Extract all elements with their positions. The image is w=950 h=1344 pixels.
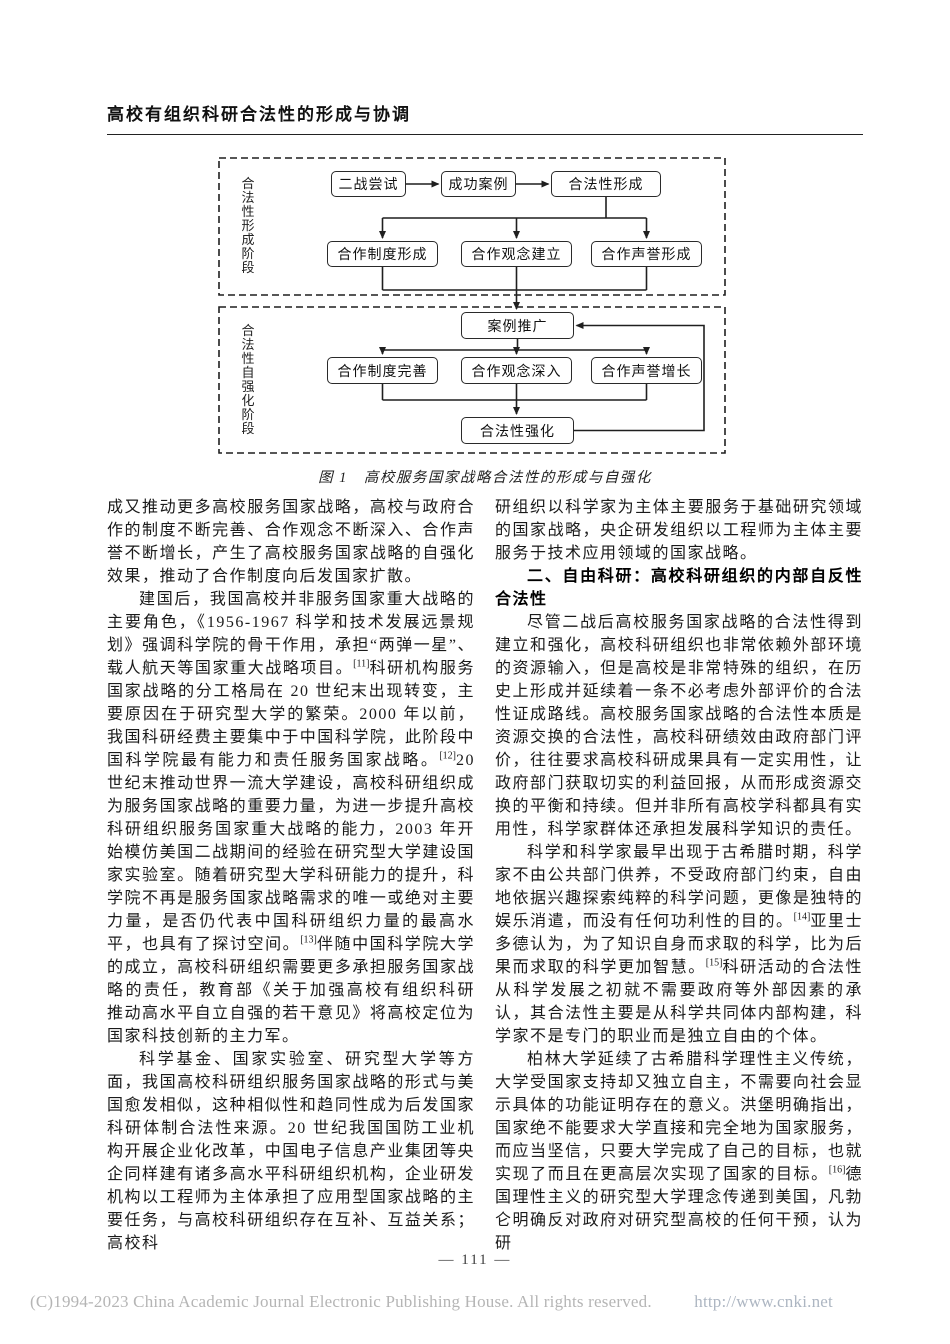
citation-ref: [13] [300, 934, 317, 946]
citation-ref: [11] [353, 658, 370, 670]
text-run: 成又推动更多高校服务国家战略，高校与政府合作的制度不断完善、合作观念不断深入、合… [107, 499, 475, 585]
text-run: 科研活动的合法性从科学发展之初就不需要政府等外部因素的承认，其合法性主要是从科学… [495, 959, 863, 1045]
citation-ref: [12] [439, 750, 456, 762]
node-success-case: 成功案例 [441, 171, 516, 197]
paragraph: 尽管二战后高校服务国家战略的合法性得到建立和强化，高校科研组织也非常依赖外部环境… [495, 611, 863, 841]
copyright-text: (C)1994-2023 China Academic Journal Elec… [30, 1292, 652, 1311]
node-legitimacy-form: 合法性形成 [551, 171, 661, 197]
running-head: 高校有组织科研合法性的形成与协调 [107, 105, 411, 124]
column-left: 成又推动更多高校服务国家战略，高校与政府合作的制度不断完善、合作观念不断深入、合… [107, 496, 475, 1255]
header-rule [107, 134, 863, 135]
page-footer: (C)1994-2023 China Academic Journal Elec… [30, 1292, 833, 1312]
citation-ref: [15] [705, 957, 723, 969]
node-reputation-form: 合作声誉形成 [591, 241, 702, 267]
text-run: 研组织以科学家为主体主要服务于基础研究领域的国家战略，央企研发组织以工程师为主体… [495, 499, 863, 562]
paragraph: 科学和科学家最早出现于古希腊时期，科学家不由公共部门供养，不受政府部门约束，自由… [495, 841, 863, 1048]
node-concept-deepen: 合作观念深入 [461, 357, 572, 384]
text-run: 建国后，我国高校并非服务国家重大战略的主要角色，《1956-1967 科学和技术… [107, 591, 475, 677]
stage2-label: 合法性自强化阶段 [241, 323, 255, 436]
paragraph: 研组织以科学家为主体主要服务于基础研究领域的国家战略，央企研发组织以工程师为主体… [495, 496, 863, 565]
flowchart-canvas: 合法性形成阶段 合法性自强化阶段 二战尝试 成功案例 合法性形成 合作制度形成 … [218, 157, 726, 455]
text-run: 科研机构服务国家战略的分工格局在 20 世纪末出现转变，主要原因在于研究型大学的… [107, 660, 475, 769]
column-right: 研组织以科学家为主体主要服务于基础研究领域的国家战略，央企研发组织以工程师为主体… [495, 496, 863, 1255]
paragraph: 科学基金、国家实验室、研究型大学等方面，我国高校科研组织服务国家战略的形式与美国… [107, 1048, 475, 1255]
stage2-dashed-box [218, 306, 726, 454]
node-concept-build: 合作观念建立 [461, 241, 572, 267]
citation-ref: [16] [828, 1164, 846, 1176]
node-case-promotion: 案例推广 [461, 312, 574, 339]
stage1-label: 合法性形成阶段 [241, 176, 255, 275]
text-run: 二、自由科研：高校科研组织的内部自反性合法性 [495, 568, 863, 608]
citation-ref: [14] [793, 911, 811, 923]
text-run: 科学和科学家最早出现于古希腊时期，科学家不由公共部门供养，不受政府部门约束，自由… [495, 844, 863, 930]
text-run: 柏林大学延续了古希腊科学理性主义传统，大学受国家支持却又独立自主，不需要向社会显… [495, 1051, 863, 1183]
node-ww2-attempt: 二战尝试 [331, 171, 406, 197]
paragraph: 成又推动更多高校服务国家战略，高校与政府合作的制度不断完善、合作观念不断深入、合… [107, 496, 475, 588]
figure-1: 合法性形成阶段 合法性自强化阶段 二战尝试 成功案例 合法性形成 合作制度形成 … [107, 157, 863, 487]
text-run: 尽管二战后高校服务国家战略的合法性得到建立和强化，高校科研组织也非常依赖外部环境… [495, 614, 863, 838]
stage1-dashed-box [218, 157, 726, 296]
page-number: — 111 — [438, 1252, 512, 1268]
paragraph: 柏林大学延续了古希腊科学理性主义传统，大学受国家支持却又独立自主，不需要向社会显… [495, 1048, 863, 1255]
text-run: 伴随中国科学院大学的成立，高校科研组织需要更多承担服务国家战略的责任，教育部《关… [107, 936, 475, 1045]
text-run: 亚里士多德认为，为了知识自身而求取的科学，比为后果而求取的科学更加智慧。 [495, 913, 863, 976]
node-institution-improve: 合作制度完善 [327, 357, 438, 384]
text-run: 科学基金、国家实验室、研究型大学等方面，我国高校科研组织服务国家战略的形式与美国… [107, 1051, 475, 1252]
text-run: 德国理性主义的研究型大学理念传递到美国，凡勃仑明确反对政府对研究型高校的任何干预… [495, 1166, 863, 1252]
paragraph: 建国后，我国高校并非服务国家重大战略的主要角色，《1956-1967 科学和技术… [107, 588, 475, 1048]
section-heading: 二、自由科研：高校科研组织的内部自反性合法性 [495, 565, 863, 611]
node-legitimacy-reinforce: 合法性强化 [461, 417, 574, 444]
article-columns: 成又推动更多高校服务国家战略，高校与政府合作的制度不断完善、合作观念不断深入、合… [107, 496, 863, 1255]
footer-url: http://www.cnki.net [694, 1292, 833, 1311]
node-reputation-grow: 合作声誉增长 [591, 357, 702, 384]
node-institution-form: 合作制度形成 [327, 241, 438, 267]
figure-caption: 图 1 高校服务国家战略合法性的形成与自强化 [318, 470, 652, 486]
text-run: 20 世纪末推动世界一流大学建设，高校科研组织成为服务国家战略的重要力量，为进一… [107, 752, 475, 953]
flowchart-connectors [218, 157, 726, 454]
